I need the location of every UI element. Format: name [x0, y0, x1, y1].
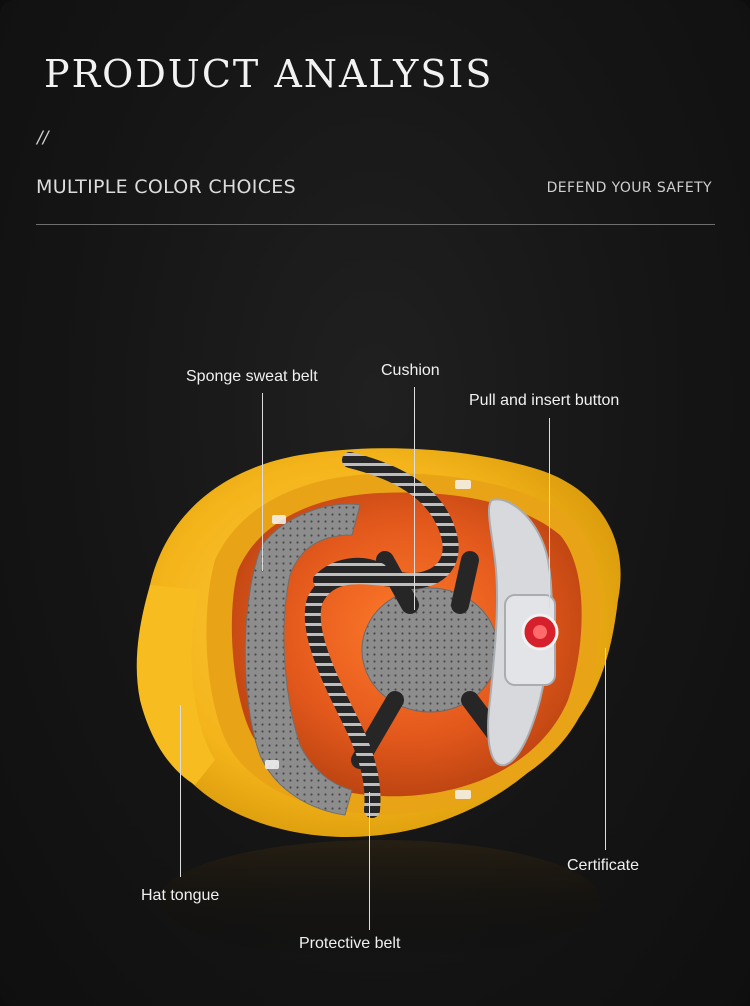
hat-tongue-leader	[180, 705, 181, 877]
header-divider	[36, 224, 715, 225]
sponge-sweat-belt-shape	[244, 503, 361, 816]
sponge-sweat-belt-leader	[262, 393, 263, 571]
section-subtitle: MULTIPLE COLOR CHOICES	[36, 176, 296, 198]
certificate-label: Certificate	[567, 857, 640, 874]
hat-tongue-shape	[136, 585, 215, 785]
decorative-slashes: //	[37, 128, 49, 148]
certificate-leader	[605, 648, 606, 850]
protective-belt-label: Protective belt	[299, 935, 401, 952]
helmet-reflection	[160, 840, 600, 960]
pull-insert-button-label: Pull and insert button	[469, 392, 620, 409]
cushion-leader	[414, 387, 415, 610]
page-title: PRODUCT ANALYSIS	[44, 52, 494, 96]
cushion-label: Cushion	[381, 362, 440, 379]
section-tagline: DEFEND YOUR SAFETY	[546, 180, 712, 196]
cushion-shape	[361, 587, 499, 713]
pull-insert-button-leader	[549, 418, 550, 608]
protective-belt-shape	[304, 452, 459, 818]
brim-clips	[265, 480, 471, 799]
hat-tongue-label: Hat tongue	[141, 887, 220, 904]
protective-belt-leader	[369, 792, 370, 930]
sponge-sweat-belt-label: Sponge sweat belt	[186, 368, 318, 385]
